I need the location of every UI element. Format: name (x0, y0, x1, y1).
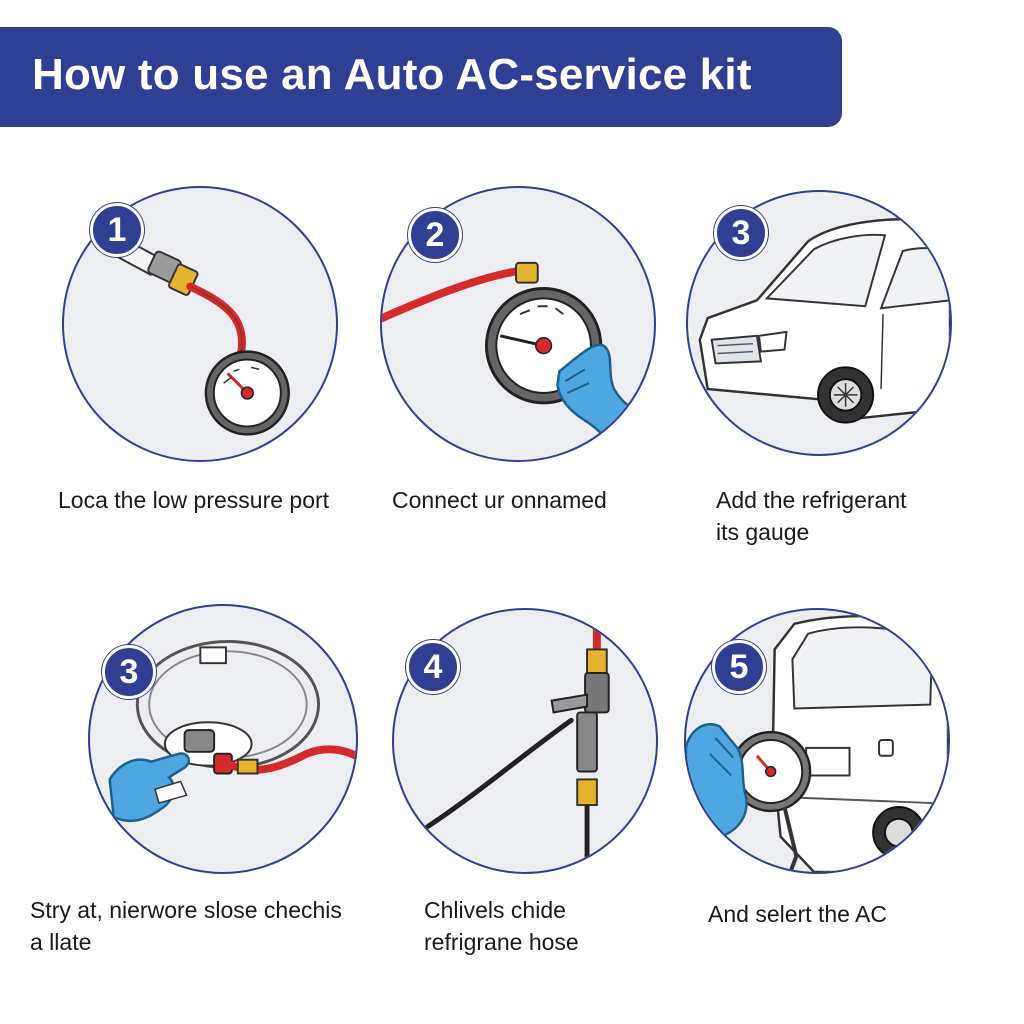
step-2-caption: Connect ur onnamed (392, 484, 607, 516)
car-rear-gauge-icon (686, 615, 948, 872)
step-1-caption: Loca the low pressure port (58, 484, 329, 516)
step-6-caption: And selert the AC (708, 898, 887, 930)
car-icon (698, 218, 950, 424)
step-4-illustration (88, 604, 358, 874)
hose-valve-icon (425, 610, 610, 872)
step-3-badge: 3 (714, 206, 768, 260)
step-2-badge: 2 (408, 208, 462, 262)
step-1-badge: 1 (90, 203, 144, 257)
step-4-caption: Stry at, nierwore slose chechis a llate (30, 894, 342, 958)
step-5-caption: Chlivels chide refrigrane hose (424, 894, 579, 958)
step-3-caption-line-1: Add the refrigerant (716, 487, 907, 513)
gauge-hose-icon (98, 225, 290, 436)
step-4-caption-line-1: Stry at, nierwore slose chechis (30, 897, 342, 923)
page-title: How to use an Auto AC-service kit (32, 50, 752, 99)
step-2-caption-line-1: Connect ur onnamed (392, 487, 607, 513)
step-5-caption-line-1: Chlivels chide (424, 897, 566, 923)
step-6-caption-line-1: And selert the AC (708, 901, 887, 927)
step-3-caption: Add the refrigerant its gauge (716, 484, 907, 548)
step-5-caption-line-2: refrigrane hose (424, 929, 579, 955)
step-5-badge: 4 (406, 640, 460, 694)
title-banner (0, 27, 842, 127)
gauge-in-gloved-hand-icon (382, 261, 654, 460)
port-connection-icon (108, 639, 356, 823)
step-1-caption-line-1: Loca the low pressure port (58, 487, 330, 513)
step-6-badge: 5 (712, 640, 766, 694)
step-3-caption-line-2: its gauge (716, 519, 810, 545)
step-4-badge: 3 (102, 645, 156, 699)
step-4-caption-line-2: a llate (30, 929, 92, 955)
